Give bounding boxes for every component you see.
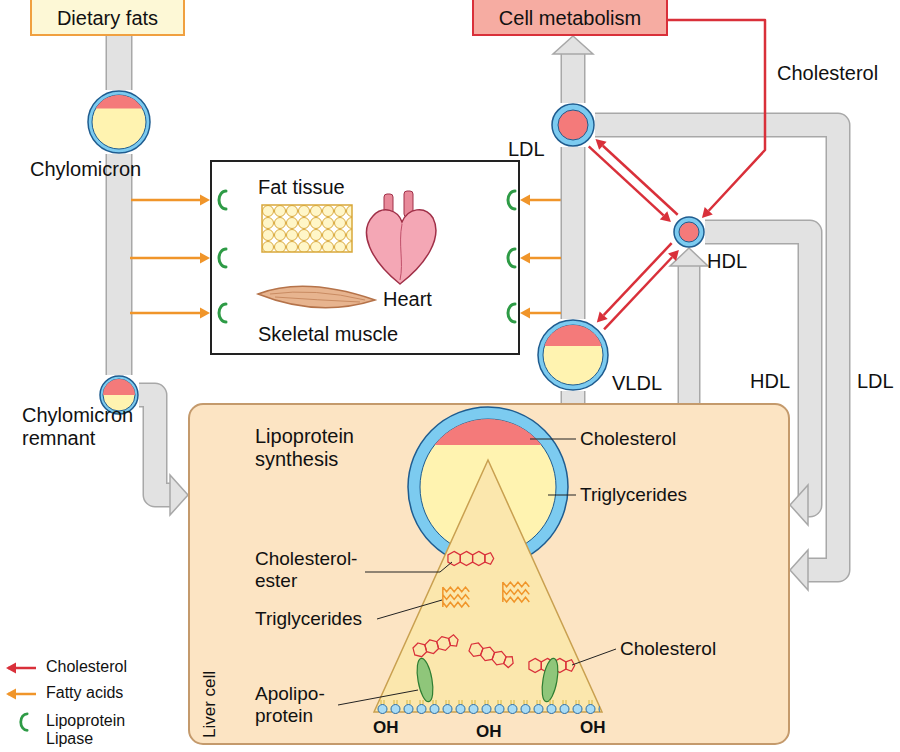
transport-band — [573, 147, 574, 319]
region-label: Skeletal muscle — [258, 323, 398, 346]
lipoprotein-circle: LDL — [551, 103, 595, 147]
flow-arrow — [131, 195, 210, 206]
region-label: Lipoprotein synthesis — [255, 425, 395, 471]
flow-arrow — [597, 243, 672, 322]
flow-arrow — [668, 20, 765, 218]
legend-text: Lipoprotein Lipase — [46, 712, 146, 749]
flow-arrow — [520, 195, 561, 206]
legend-swatch — [4, 683, 44, 705]
lipoprotein-circle: HDL — [673, 216, 705, 248]
lipoprotein-circle: VLDL — [537, 319, 609, 391]
leader-line — [338, 439, 616, 705]
box-label: Dietary fats — [57, 7, 158, 30]
lipoprotein-outline — [673, 216, 705, 248]
part-label: Triglycerides — [580, 484, 687, 506]
lipoprotein-outline — [537, 319, 609, 391]
legend-text: Cholesterol — [46, 658, 127, 676]
particle-label: Chylomicron remnant — [22, 404, 147, 450]
part-label: Apolipo-protein — [255, 683, 343, 727]
connector-label: HDL — [748, 370, 792, 393]
connector-label: Cholesterol — [775, 62, 880, 85]
lipoprotein-outline — [551, 103, 595, 147]
particle-label: LDL — [508, 138, 545, 161]
transport-band — [139, 395, 188, 515]
part-label: Cholesterol — [580, 428, 676, 450]
particle-label: Chylomicron — [30, 158, 141, 181]
flow-arrow — [596, 139, 678, 215]
lipoprotein-lipase — [219, 191, 515, 322]
source-box: Dietary fats — [30, 0, 185, 36]
tissue-box: Fat tissueHeartSkeletal muscle — [210, 160, 520, 355]
box-label: Cell metabolism — [499, 7, 641, 30]
particle-label: VLDL — [612, 372, 662, 395]
flow-arrow — [589, 146, 671, 222]
transport-band — [670, 248, 708, 403]
connector-label: LDL — [855, 370, 896, 393]
heart — [367, 191, 436, 284]
region-label: Fat tissue — [258, 176, 345, 199]
fat-tissue — [262, 205, 352, 252]
lipoprotein-particle — [374, 407, 602, 715]
lipoprotein-circle: Chylomicron remnant — [99, 375, 139, 415]
process-box: Cell metabolism — [472, 0, 668, 36]
part-label: Cholesterol-ester — [255, 548, 373, 592]
legend-swatch — [4, 657, 44, 679]
part-label: OH — [476, 722, 502, 742]
legend-text: Fatty acids — [46, 684, 123, 702]
flow-arrow — [604, 250, 679, 329]
lipoprotein-outline — [87, 90, 151, 154]
transport-band — [573, 391, 574, 403]
region-label: Liver cell — [200, 671, 220, 738]
part-label: Triglycerides — [255, 608, 362, 630]
part-label: Cholesterol — [620, 638, 716, 660]
transport-band — [553, 36, 593, 103]
region-label: Heart — [383, 288, 432, 311]
transport-band — [119, 154, 120, 375]
lipoprotein-circle: Chylomicron — [87, 90, 151, 154]
transport-band — [119, 36, 120, 90]
particle-label: HDL — [707, 250, 747, 273]
legend-swatch — [4, 711, 44, 733]
part-label: OH — [373, 718, 399, 738]
part-label: OH — [580, 718, 606, 738]
skeletal-muscle — [258, 286, 375, 307]
